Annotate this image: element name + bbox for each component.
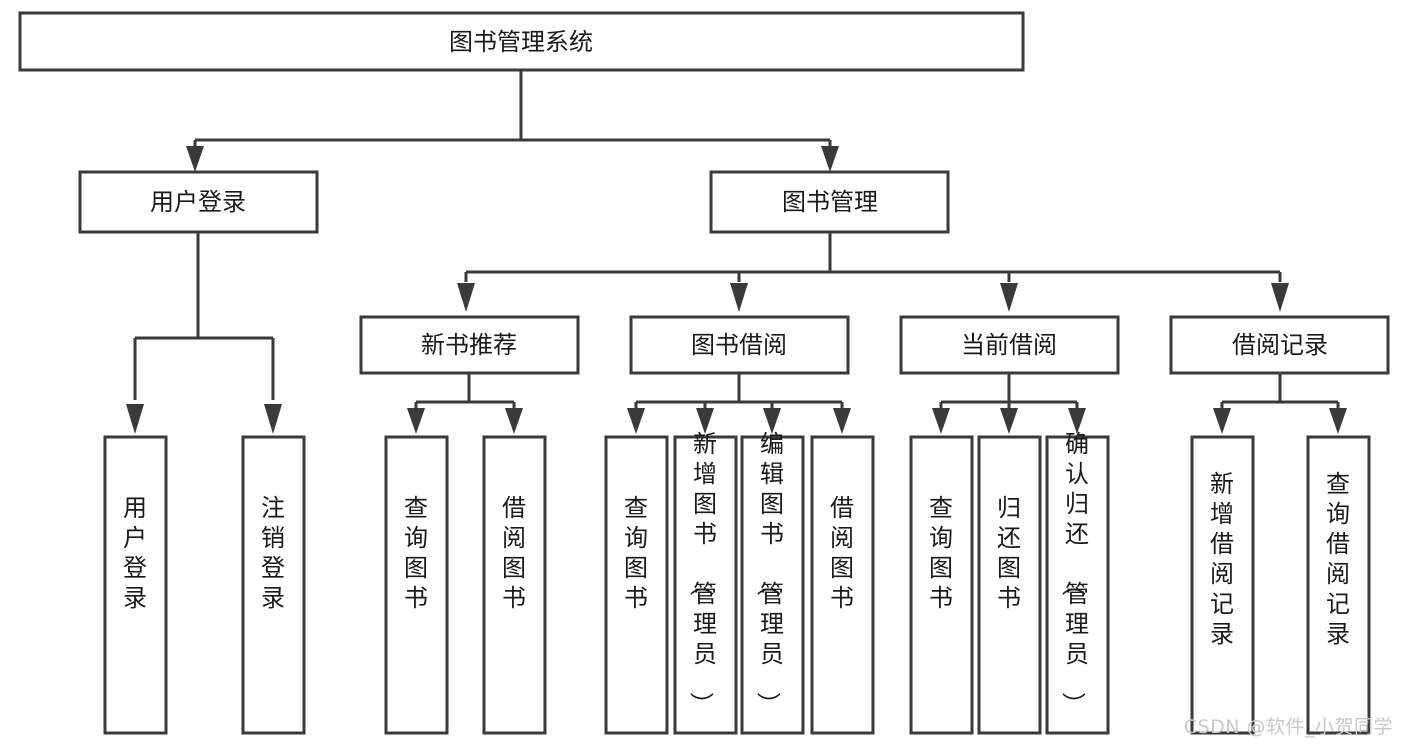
arrow-icon	[932, 408, 950, 434]
leaf-node[interactable]: 查询图书	[604, 435, 669, 735]
arrow-icon	[407, 408, 425, 434]
connector-root-to-level2	[186, 70, 839, 172]
node-borrow-record[interactable]: 借阅记录	[1169, 315, 1390, 375]
leaf-borrow-add-box[interactable]	[673, 435, 738, 735]
arrow-icon	[1068, 408, 1086, 434]
arrow-icon	[1329, 408, 1347, 434]
leaf-node[interactable]: 归还图书	[977, 435, 1042, 735]
node-user-login-label: 用户登录	[150, 188, 246, 216]
leaf-newbook-query-label: 查询图书	[404, 494, 428, 612]
arrow-icon	[126, 404, 144, 434]
leaf-current-confirm-label: 确认归还（管理员）	[1059, 430, 1089, 716]
node-new-book-recommend-label: 新书推荐	[421, 331, 517, 359]
node-new-book-recommend-box[interactable]	[359, 315, 580, 375]
leaf-current-query-box[interactable]	[909, 435, 974, 735]
node-book-management-label: 图书管理	[782, 188, 878, 216]
connector-book-borrow-to-leaves	[627, 373, 851, 434]
leaf-node[interactable]: 新增借阅记录	[1190, 435, 1255, 735]
arrow-icon	[821, 146, 839, 172]
leaf-record-query-box[interactable]	[1306, 435, 1371, 735]
arrow-icon	[1271, 283, 1289, 312]
leaf-node[interactable]: 新增图书（管理员）	[673, 430, 738, 735]
leaf-borrow-query-label: 查询图书	[624, 494, 648, 612]
leaf-user-login-box[interactable]	[103, 435, 168, 735]
node-current-borrow-label: 当前借阅	[961, 331, 1057, 359]
leaf-borrow-edit-box[interactable]	[740, 435, 805, 735]
node-user-login[interactable]: 用户登录	[78, 170, 319, 234]
leaf-current-query-label: 查询图书	[929, 494, 953, 612]
node-current-borrow[interactable]: 当前借阅	[899, 315, 1120, 375]
arrow-icon	[730, 283, 748, 312]
arrow-icon	[186, 146, 204, 172]
connector-user-login-to-leaves	[126, 232, 282, 434]
leaf-borrow-edit-label: 编辑图书（管理员）	[754, 430, 784, 716]
node-root[interactable]: 图书管理系统	[18, 11, 1025, 72]
leaf-node[interactable]: 注销登录	[241, 435, 306, 735]
connector-current-borrow-to-leaves	[932, 373, 1086, 434]
node-root-label: 图书管理系统	[449, 28, 593, 56]
leaf-record-add-label: 新增借阅记录	[1210, 470, 1234, 648]
leaf-node[interactable]: 用户登录	[103, 435, 168, 735]
leaf-node[interactable]: 确认归还（管理员）	[1045, 430, 1110, 735]
arrow-icon	[264, 404, 282, 434]
arrow-icon	[505, 408, 523, 434]
leaf-node[interactable]: 编辑图书（管理员）	[740, 430, 805, 735]
arrow-icon	[627, 408, 645, 434]
node-borrow-record-box[interactable]	[1169, 315, 1390, 375]
node-book-management[interactable]: 图书管理	[709, 170, 950, 234]
arrow-icon	[1213, 408, 1231, 434]
node-borrow-record-label: 借阅记录	[1232, 331, 1328, 359]
leaf-node[interactable]: 查询图书	[384, 435, 449, 735]
leaf-node[interactable]: 查询图书	[909, 435, 974, 735]
leaf-newbook-borrow-label: 借阅图书	[502, 494, 526, 612]
leaf-borrow-do-label: 借阅图书	[830, 494, 854, 612]
connector-level2-to-level3	[457, 232, 1289, 312]
node-root-box[interactable]	[18, 11, 1025, 72]
connector-new-book-to-leaves	[407, 373, 523, 434]
leaf-current-return-label: 归还图书	[997, 494, 1021, 612]
node-current-borrow-box[interactable]	[899, 315, 1120, 375]
leaf-node[interactable]: 借阅图书	[810, 435, 875, 735]
arrow-icon	[696, 408, 714, 434]
leaf-logout-box[interactable]	[241, 435, 306, 735]
leaf-node[interactable]: 查询借阅记录	[1306, 435, 1371, 735]
arrow-icon	[763, 408, 781, 434]
leaf-borrow-query-box[interactable]	[604, 435, 669, 735]
leaf-borrow-do-box[interactable]	[810, 435, 875, 735]
node-new-book-recommend[interactable]: 新书推荐	[359, 315, 580, 375]
arrow-icon	[1000, 408, 1018, 434]
leaf-record-add-box[interactable]	[1190, 435, 1255, 735]
leaf-newbook-query-box[interactable]	[384, 435, 449, 735]
leaf-user-login-label: 用户登录	[123, 494, 147, 612]
node-book-borrow[interactable]: 图书借阅	[629, 315, 850, 375]
arrow-icon	[457, 283, 475, 312]
node-book-borrow-label: 图书借阅	[691, 331, 787, 359]
leaf-current-confirm-box[interactable]	[1045, 435, 1110, 735]
node-book-management-box[interactable]	[709, 170, 950, 234]
leaf-logout-label: 注销登录	[261, 494, 285, 612]
arrow-icon	[1000, 283, 1018, 312]
leaf-borrow-add-label: 新增图书（管理员）	[687, 430, 717, 716]
leaf-current-return-box[interactable]	[977, 435, 1042, 735]
leaf-newbook-borrow-box[interactable]	[482, 435, 547, 735]
leaf-node[interactable]: 借阅图书	[482, 435, 547, 735]
arrow-icon	[833, 408, 851, 434]
node-user-login-box[interactable]	[78, 170, 319, 234]
connector-borrow-record-to-leaves	[1213, 373, 1347, 434]
leaf-record-query-label: 查询借阅记录	[1326, 470, 1350, 648]
node-book-borrow-box[interactable]	[629, 315, 850, 375]
